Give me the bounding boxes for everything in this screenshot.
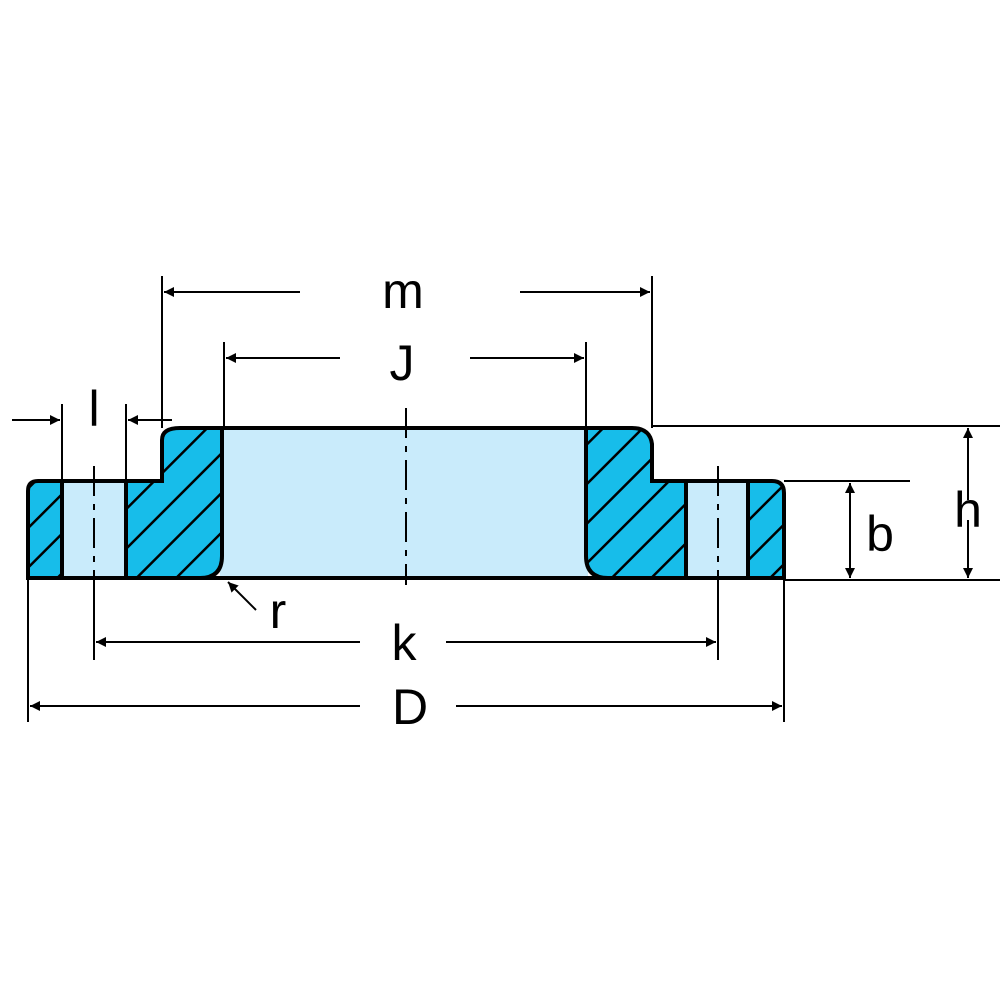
right-outer-section [746,479,786,580]
label-h: h [954,482,982,538]
extension-lines [27,276,1000,722]
center-lines [93,408,719,585]
label-j: J [390,335,415,391]
right-hub-section [584,426,688,580]
left-hub-section [124,426,224,580]
label-r: r [270,583,287,639]
label-k: k [392,615,418,671]
dim-r-leader [227,581,257,611]
dimension-lines [12,287,973,711]
dimension-labels: m J l h b r k D [88,263,981,735]
bore-region [62,428,748,578]
label-b: b [866,506,894,562]
label-m: m [382,263,424,319]
left-outer-section [26,479,64,580]
label-d: D [392,679,428,735]
label-l: l [88,381,99,437]
central-bore [220,428,588,578]
